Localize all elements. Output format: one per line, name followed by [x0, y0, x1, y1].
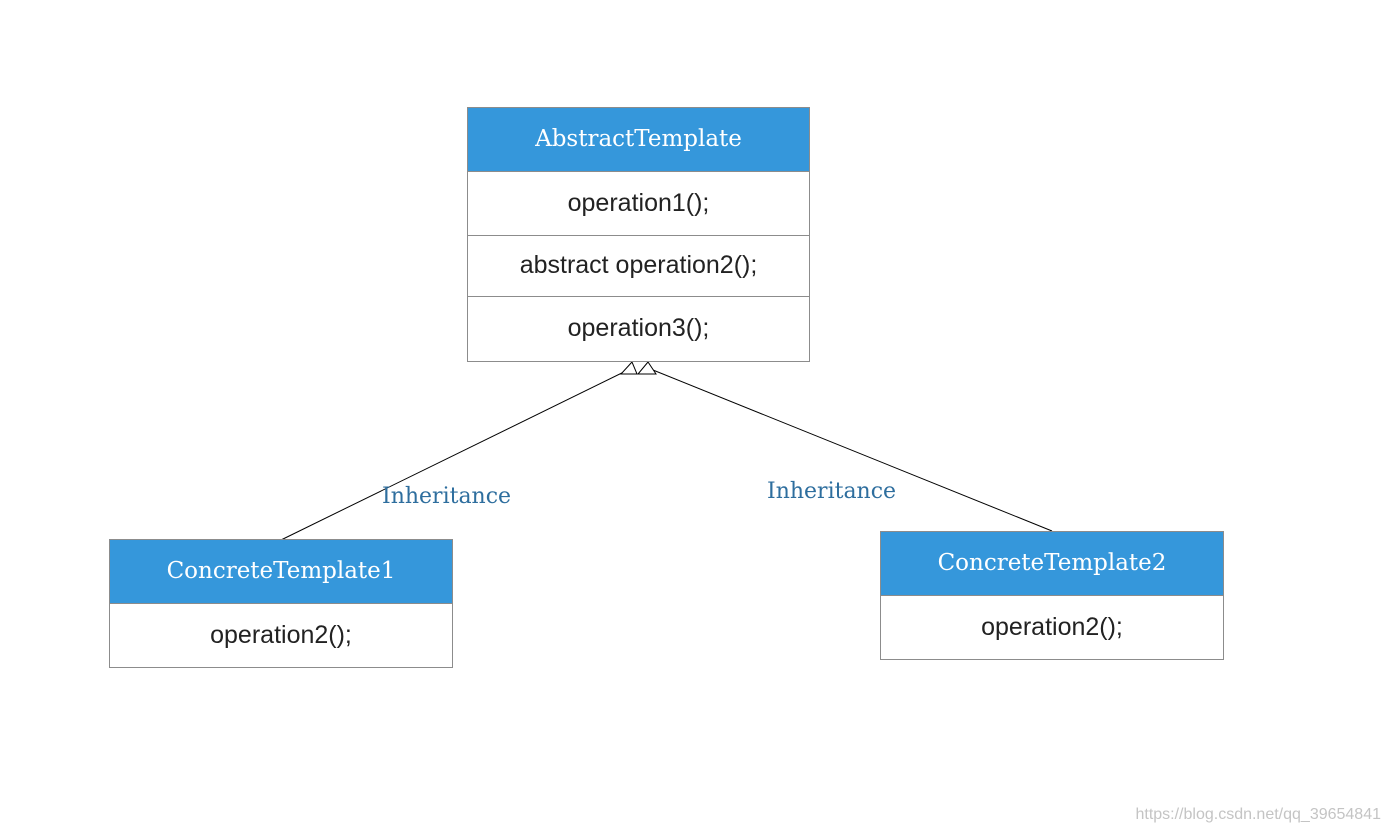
abstract-template-class: AbstractTemplate operation1(); abstract …	[467, 107, 810, 362]
class-member-operation3: operation3();	[567, 314, 710, 342]
class-member-abstract-operation2: abstract operation2();	[468, 236, 809, 297]
watermark-url: https://blog.csdn.net/qq_39654841	[1135, 806, 1381, 823]
class-name-header: AbstractTemplate	[468, 108, 809, 172]
class-name-header: ConcreteTemplate2	[881, 532, 1223, 596]
inheritance-label-left: Inheritance	[382, 484, 512, 509]
concrete-template-1-class: ConcreteTemplate1 operation2();	[109, 539, 453, 668]
concrete-template-2-class: ConcreteTemplate2 operation2();	[880, 531, 1224, 660]
generalization-arrowhead-right	[636, 361, 657, 375]
inheritance-line-right	[647, 367, 1053, 532]
class-name-header: ConcreteTemplate1	[110, 540, 452, 604]
generalization-arrowhead-left	[619, 361, 638, 375]
class-member-operation1: operation1();	[468, 172, 809, 236]
inheritance-line-left	[280, 367, 633, 541]
inheritance-label-right: Inheritance	[767, 479, 897, 504]
class-member-operation2: operation2();	[981, 613, 1123, 641]
class-member-operation2: operation2();	[210, 621, 352, 649]
